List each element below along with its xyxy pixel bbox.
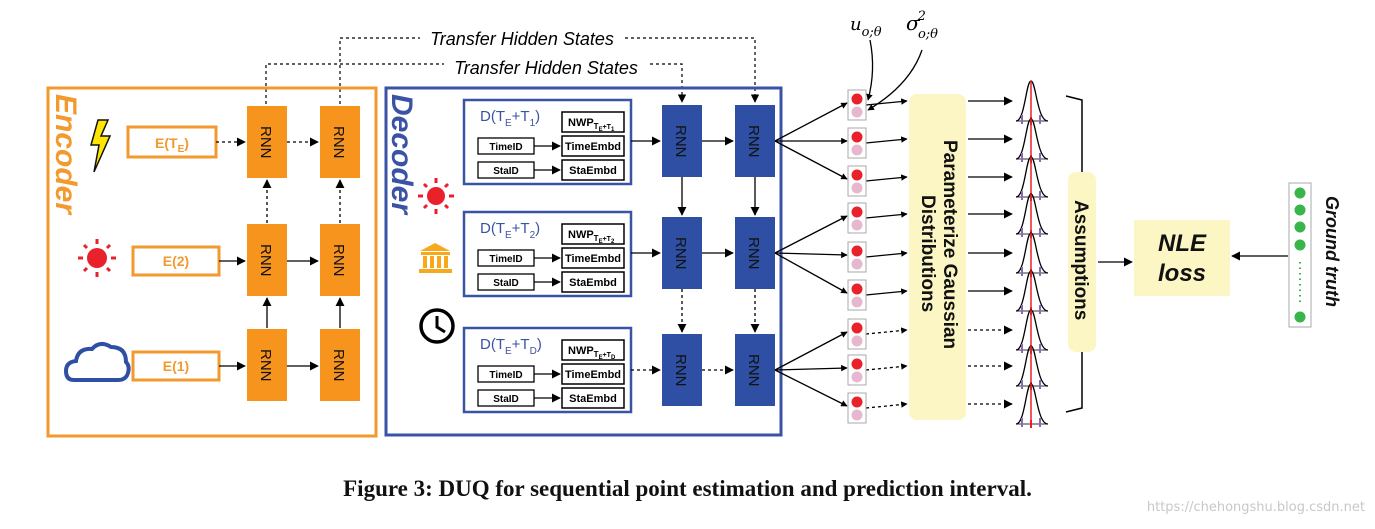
- svg-text:StaEmbd: StaEmbd: [569, 165, 617, 177]
- svg-text:RNN: RNN: [257, 244, 274, 277]
- output-dots: [847, 89, 867, 424]
- decoder-rnn-r3-c2: RNN: [735, 334, 775, 406]
- encoder-rnn-r3-c1: RNN: [247, 329, 287, 401]
- parameterize-gaussian-box: Parameterize Gaussian Distributions: [909, 94, 966, 420]
- svg-text:TimeID: TimeID: [489, 254, 522, 265]
- svg-text:StaEmbd: StaEmbd: [569, 393, 617, 405]
- encoder-rnn-r2-c1: RNN: [247, 224, 287, 296]
- svg-text:loss: loss: [1158, 260, 1206, 287]
- encoder-rnn-r2-c2: RNN: [320, 224, 360, 296]
- decoder-rnn-r1-c1: RNN: [662, 105, 702, 177]
- encoder-panel: Encoder E(TE) E(2) E(1): [46, 86, 378, 438]
- svg-text:E(TE): E(TE): [155, 135, 189, 155]
- svg-text:NWPTE+T2: NWPTE+T2: [568, 229, 615, 245]
- bank-icon: [419, 243, 452, 273]
- transfer-label-mid: Transfer Hidden States: [454, 58, 638, 78]
- encoder-rnn-r1-c1: RNN: [247, 106, 287, 178]
- svg-text:RNN: RNN: [745, 237, 762, 270]
- svg-text:TimeID: TimeID: [489, 142, 522, 153]
- svg-text:RNN: RNN: [330, 244, 347, 277]
- nle-loss-box: NLE loss: [1134, 220, 1230, 296]
- output-fans: [774, 98, 908, 409]
- svg-text:RNN: RNN: [745, 125, 762, 158]
- encoder-label: Encoder: [49, 94, 82, 216]
- gaussian-curve: [1015, 80, 1049, 125]
- svg-text:RNN: RNN: [672, 354, 689, 387]
- svg-text:RNN: RNN: [672, 237, 689, 270]
- svg-text:StaID: StaID: [493, 166, 519, 177]
- svg-text:RNN: RNN: [330, 126, 347, 159]
- lightning-icon: [90, 119, 112, 173]
- transfer-label-top: Transfer Hidden States: [430, 29, 614, 49]
- svg-text:RNN: RNN: [745, 354, 762, 387]
- svg-text:Assumptions: Assumptions: [1070, 200, 1091, 320]
- clock-icon: [419, 308, 455, 344]
- svg-text:RNN: RNN: [257, 126, 274, 159]
- encoder-input-1: E(1): [131, 350, 221, 382]
- decoder-rnn-r2-c1: RNN: [662, 217, 702, 289]
- svg-text:uo;θ: uo;θ: [850, 14, 882, 40]
- decoder-rnn-r2-c2: RNN: [735, 217, 775, 289]
- svg-text:TimeEmbd: TimeEmbd: [565, 369, 621, 381]
- assumptions-box: Assumptions: [1068, 172, 1096, 352]
- svg-text:NWPTE+T1: NWPTE+T1: [568, 117, 615, 133]
- encoder-input-2: E(2): [131, 245, 221, 277]
- decoder-rnn-r1-c2: RNN: [735, 105, 775, 177]
- svg-text:Parameterize Gaussian: Parameterize Gaussian: [939, 140, 960, 349]
- svg-text:E(1): E(1): [163, 358, 189, 374]
- svg-text:σ2o;θ: σ2o;θ: [906, 9, 938, 42]
- svg-text:StaEmbd: StaEmbd: [569, 277, 617, 289]
- svg-text:NLE: NLE: [1158, 230, 1207, 257]
- svg-text:RNN: RNN: [672, 125, 689, 158]
- svg-text:StaID: StaID: [493, 394, 519, 405]
- svg-text:Distributions: Distributions: [917, 195, 938, 312]
- figure-caption: Figure 3: DUQ for sequential point estim…: [343, 476, 1032, 501]
- gaussian-curve: [1015, 383, 1049, 428]
- svg-text:TimeEmbd: TimeEmbd: [565, 141, 621, 153]
- svg-text:StaID: StaID: [493, 278, 519, 289]
- svg-text:D(TE+TD): D(TE+TD): [480, 336, 542, 357]
- gaussian-curves: [968, 80, 1049, 428]
- ground-truth-label: Ground truth: [1322, 196, 1342, 307]
- sun-icon: [418, 178, 454, 214]
- gaussian-curve: [1015, 345, 1049, 390]
- decoder-input-block-3: D(TE+TD) NWPTE+TD TimeID StaID TimeEmbdStaEm…: [462, 326, 633, 414]
- decoder-label: Decoder: [385, 94, 418, 216]
- cloud-icon: [63, 342, 131, 382]
- gaussian-curve: [1015, 270, 1049, 315]
- gaussian-curve: [1015, 232, 1049, 277]
- gaussian-curve: [1015, 118, 1049, 163]
- svg-text:RNN: RNN: [330, 349, 347, 382]
- svg-text:TimeEmbd: TimeEmbd: [565, 253, 621, 265]
- svg-text:RNN: RNN: [257, 349, 274, 382]
- watermark: https://chehongshu.blog.csdn.net: [1146, 500, 1365, 515]
- svg-text:NWPTE+TD: NWPTE+TD: [568, 345, 616, 361]
- transfer-hidden-states-top: Transfer Hidden States: [339, 29, 760, 110]
- sun-icon: [78, 239, 116, 277]
- encoder-input-te: E(TE): [126, 125, 218, 159]
- encoder-rnn-r3-c2: RNN: [320, 329, 360, 401]
- transfer-hidden-states-mid: Transfer Hidden States: [265, 58, 687, 110]
- svg-text:D(TE+T2): D(TE+T2): [480, 220, 540, 241]
- encoder-rnn-r1-c2: RNN: [320, 106, 360, 178]
- ground-truth-column: Ground truth: [1288, 182, 1342, 328]
- decoder-rnn-r3-c1: RNN: [662, 334, 702, 406]
- svg-text:D(TE+T1): D(TE+T1): [480, 108, 540, 129]
- mu-label: uo;θ: [850, 14, 882, 101]
- svg-text:TimeID: TimeID: [489, 370, 522, 381]
- svg-text:E(2): E(2): [163, 253, 189, 269]
